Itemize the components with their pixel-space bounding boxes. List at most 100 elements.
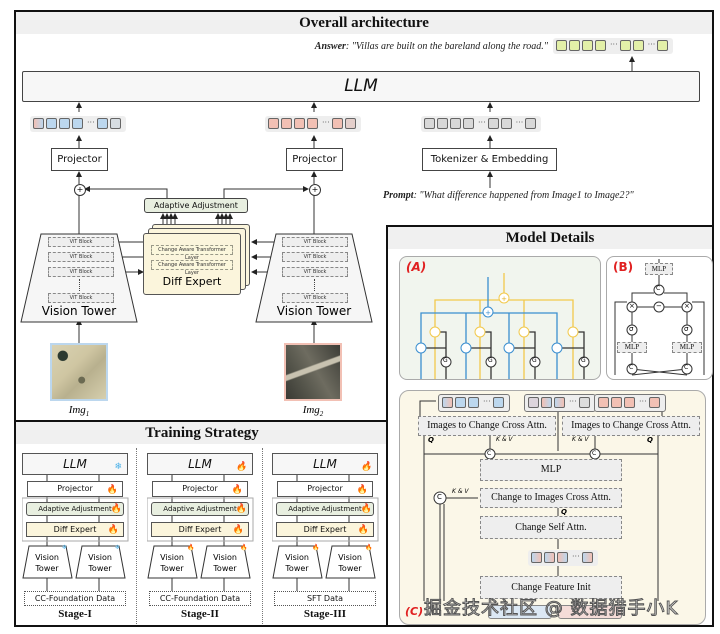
c-token (554, 396, 565, 408)
watermark-text: 掘金技术社区 @ 数据猎手小K (423, 598, 679, 620)
text-token (424, 117, 435, 129)
stage-divider-2 (262, 448, 263, 624)
c-output-tokens-right: ··· (594, 394, 666, 412)
vit-block-left-2: ViT Block (48, 252, 114, 262)
stage-diff-expert: Diff Expert 🔥 (151, 522, 249, 537)
llm-label: LLM (344, 76, 378, 96)
text-token (525, 117, 537, 129)
image2-token (331, 117, 343, 129)
c-token (578, 396, 590, 408)
panel-c-label: (C) (405, 605, 424, 618)
panel-b-sigma: σ (684, 325, 689, 333)
panel-a-gating-diagram: + + (415, 273, 590, 379)
c-token (541, 396, 552, 408)
c-token (528, 396, 539, 408)
stage-projector: Projector 🔥 (277, 481, 373, 497)
stage-vision-tower-right: Vision Tower (88, 553, 112, 573)
panel-b-mlp-left: MLP (617, 342, 647, 353)
panel-a: (A) (399, 256, 601, 380)
change-aware-layer-1: Change Aware Transformer Layer (151, 245, 233, 261)
image1-token-row: ··· (30, 116, 126, 132)
image2-token (344, 117, 356, 129)
stage-divider-1 (136, 448, 137, 624)
text-token (463, 117, 474, 129)
image2-token-row: ··· (265, 116, 361, 132)
stage-data: CC-Foundation Data (24, 591, 126, 606)
panel-a-label: (A) (406, 260, 427, 274)
vision-tower-right-label: Vision Tower (276, 304, 352, 318)
prompt-label: Prompt (383, 190, 414, 201)
vit-block-right-4: ViT Block (282, 293, 348, 303)
flame-icon: 🔥 (231, 485, 243, 495)
c-output-tokens-left: ··· (438, 394, 510, 412)
stage-diff-expert: Diff Expert 🔥 (276, 522, 374, 537)
image-2-thumbnail (284, 343, 342, 401)
image2-token (307, 117, 318, 129)
c-change-to-images: Change to Images Cross Attn. (480, 488, 622, 508)
model-details-title: Model Details (388, 227, 712, 249)
c-token (624, 396, 635, 408)
image2-token (294, 117, 305, 129)
svg-text:+: + (501, 295, 507, 303)
c-change-tokens: ··· (528, 550, 598, 566)
stage-column: LLM ❄ Projector 🔥 Adaptive Adjustment 🔥 … (22, 448, 132, 624)
change-aware-layer-2: Change Aware Transformer Layer (151, 260, 233, 276)
stage-label: Stage-I (58, 608, 92, 620)
c-change-feature-init: Change Feature Init (480, 576, 622, 599)
panel-b-label: (B) (613, 260, 634, 274)
gate-g-label: G (532, 357, 537, 364)
image-1-label: Img1 (68, 404, 90, 419)
stage-projector: Projector 🔥 (152, 481, 248, 497)
answer-label: Answer (314, 41, 346, 52)
stage-data: CC-Foundation Data (149, 591, 251, 606)
answer-token (619, 39, 631, 51)
panel-b-concat: C (629, 364, 634, 371)
gate-g-label: G (488, 357, 493, 364)
stage-adaptive-adjustment: Adaptive Adjustment 🔥 (151, 502, 249, 516)
flame-icon: 🔥 (360, 504, 372, 514)
svg-text:+: + (485, 309, 491, 317)
c-images-to-change-left: Images to Change Cross Attn. (418, 416, 556, 436)
stage-vision-tower-left: Vision Tower (285, 553, 309, 573)
panel-b: (B) MLP MLP MLP C − × × σ σ C C (606, 256, 713, 380)
c-token (648, 396, 660, 408)
stage-diff-expert: Diff Expert 🔥 (26, 522, 124, 537)
c-input-tokens-left (488, 605, 552, 619)
stage-projector: Projector 🔥 (27, 481, 123, 497)
stage-vision-tower-right: Vision Tower (338, 553, 362, 573)
image1-token (33, 117, 44, 129)
stage-column: LLM 🔥 Projector 🔥 Adaptive Adjustment 🔥 … (272, 448, 382, 624)
text-token-row: ······ (421, 116, 542, 132)
flame-icon: 🔥 (357, 525, 369, 535)
gate-g-label: G (443, 357, 448, 364)
plus-node-left: + (74, 184, 86, 196)
panel-b-fusion-diagram (614, 259, 705, 376)
panel-b-minus: − (656, 302, 662, 310)
stage-vision-tower-left: Vision Tower (35, 553, 59, 573)
vit-ellipsis-left (79, 279, 80, 291)
flame-icon: 🔥 (360, 462, 372, 472)
stage-llm: LLM ❄ (22, 453, 128, 475)
panel-b-concat: C (684, 364, 689, 371)
flame-icon: 🔥 (365, 544, 373, 551)
flame-icon: 🔥 (110, 504, 122, 514)
c-token (468, 396, 479, 408)
c-token (442, 396, 453, 408)
vit-block-right-2: ViT Block (282, 252, 348, 262)
image1-token (109, 117, 121, 129)
c-concat-node: C (592, 450, 597, 457)
panel-b-mult: × (629, 302, 635, 310)
stage-connections (147, 474, 254, 591)
c-token (492, 396, 504, 408)
prompt-content: : "What difference happened from Image1 … (413, 190, 634, 201)
c-token (581, 551, 593, 563)
flame-icon: 🔥 (235, 462, 247, 472)
text-token (500, 117, 512, 129)
image1-token (96, 117, 108, 129)
stage-connections (272, 474, 379, 591)
c-images-to-change-right: Images to Change Cross Attn. (562, 416, 700, 436)
stage-column: LLM 🔥 Projector 🔥 Adaptive Adjustment 🔥 … (147, 448, 257, 624)
c-q-right: Q (647, 436, 653, 444)
snowflake-icon: ❄ (62, 544, 68, 551)
answer-token-row: ······ (553, 38, 674, 54)
